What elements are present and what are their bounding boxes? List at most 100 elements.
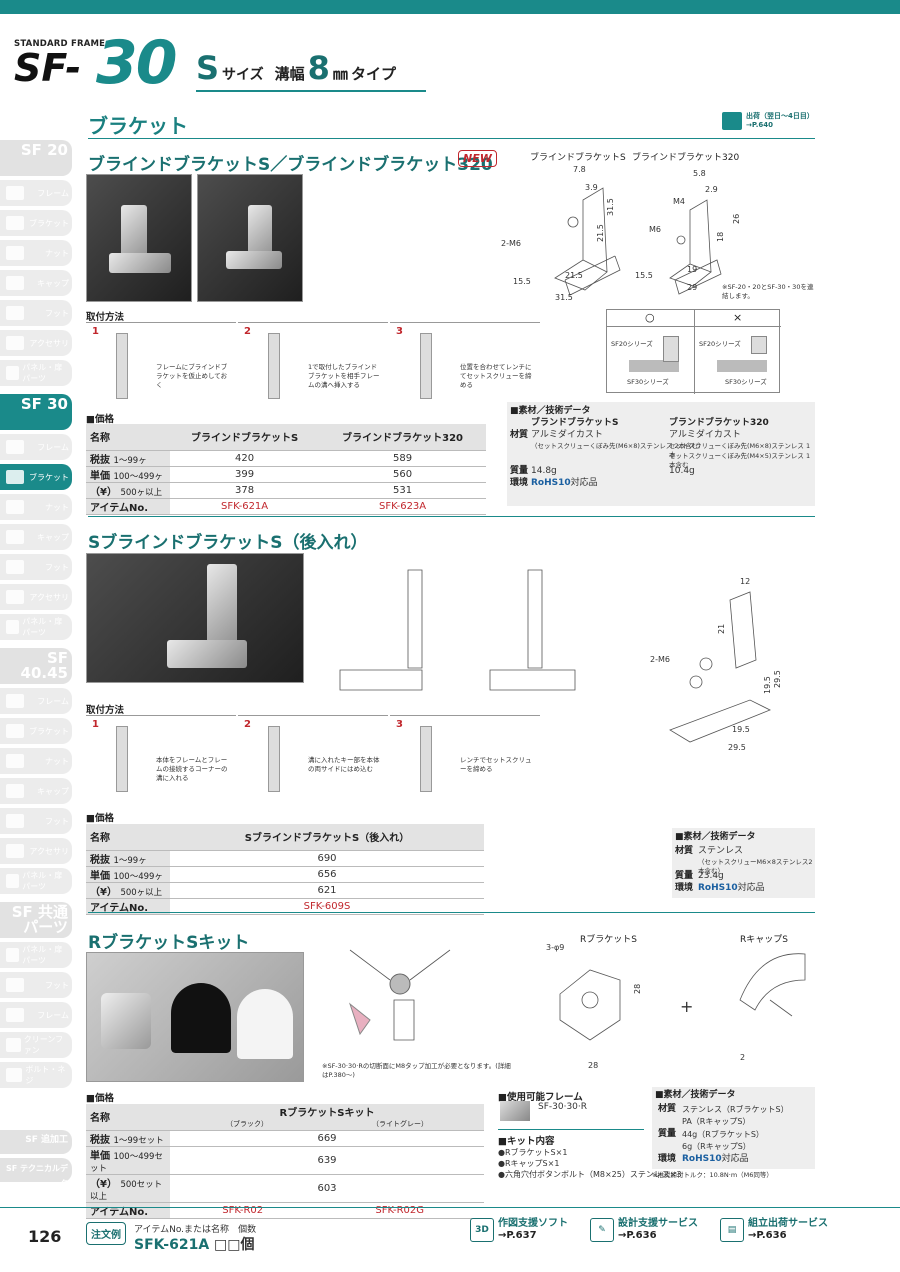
sidebar-group-common[interactable]: SF 共通パーツ — [0, 902, 72, 938]
frame-name: SF-30·30·R — [538, 1102, 588, 1112]
rohs-suffix-3: 対応品 — [721, 1154, 749, 1164]
ship-page-link[interactable]: →P.640 — [746, 121, 773, 129]
sidebar-item[interactable]: ブラケット — [0, 464, 72, 490]
price3-sub-lightgray: （ライトグレー） — [372, 1120, 428, 1129]
sidebar-group-sf4045[interactable]: SF 40.45 — [0, 648, 72, 684]
dim-right-7: 19 — [687, 265, 697, 274]
service-icon: 3D — [470, 1218, 494, 1242]
sec3-title: RブラケットSキット — [88, 933, 250, 953]
sidebar-item[interactable]: アクセサリ — [0, 584, 72, 610]
sidebar-item[interactable]: フット — [0, 554, 72, 580]
price-value: 399 — [170, 466, 320, 483]
sidebar-group-addon[interactable]: SF 追加工 — [0, 1130, 72, 1154]
sidebar-item[interactable]: パネル・扉パーツ — [0, 942, 72, 968]
sidebar-item[interactable]: ボルト・ネジ — [0, 1062, 72, 1088]
sidebar-item[interactable]: クリーンファン — [0, 1032, 72, 1058]
dim-left-7: 31.5 — [555, 293, 573, 302]
frame-title: ■使用可能フレーム — [498, 1092, 583, 1103]
sidebar-item-label: キャップ — [37, 532, 69, 542]
sidebar-group-sf30[interactable]: SF 30 — [0, 394, 72, 430]
price2-item-label: アイテムNo. — [86, 898, 170, 915]
sec3-spec-box: ■素材／技術データ 材質 ステンレス（RブラケットS） PA（RキャップS） 質… — [652, 1087, 815, 1169]
sidebar-item-icon — [6, 440, 24, 454]
step-number: 2 — [244, 719, 251, 730]
compat-ng-sf20: SF20シリーズ — [699, 340, 741, 348]
service-icon: ✎ — [590, 1218, 614, 1242]
step-text: レンチでセットスクリューを締める — [460, 756, 532, 773]
spec-mat1: アルミダイカスト — [531, 430, 603, 440]
sidebar-item[interactable]: アクセサリ — [0, 330, 72, 356]
dim2-2: 2-M6 — [650, 655, 670, 664]
sidebar-item[interactable]: フレーム — [0, 688, 72, 714]
sidebar-group-sf20[interactable]: SF 20 — [0, 140, 72, 176]
sidebar-item[interactable]: パネル・扉パーツ — [0, 614, 72, 640]
order-item-label: アイテムNo.または名称 個数 — [134, 1222, 256, 1235]
sidebar-item-label: フット — [45, 980, 69, 990]
frame-illustration — [420, 333, 432, 399]
sidebar-item[interactable]: ナット — [0, 494, 72, 520]
sidebar-item[interactable]: パネル・扉パーツ — [0, 868, 72, 894]
service-page[interactable]: →P.636 — [618, 1230, 657, 1241]
spec3-title: ■素材／技術データ — [655, 1090, 736, 1100]
sidebar-item[interactable]: フレーム — [0, 1002, 72, 1028]
sidebar-item[interactable]: ブラケット — [0, 210, 72, 236]
price3-item-label: アイテムNo. — [86, 1202, 170, 1219]
sidebar-item-icon — [6, 306, 24, 320]
rohs-badge: RoHS10 — [531, 478, 571, 488]
sidebar-item[interactable]: キャップ — [0, 524, 72, 550]
sidebar-item[interactable]: ナット — [0, 240, 72, 266]
sidebar-item-icon — [6, 754, 24, 768]
sidebar-item[interactable]: フット — [0, 972, 72, 998]
spec3-env-label: 環境 — [658, 1154, 677, 1164]
order-example-badge: 注文例 — [86, 1222, 126, 1245]
row-label: 単価 — [90, 870, 110, 882]
sidebar-item-label: ブラケット — [29, 472, 69, 482]
ship-info[interactable]: 出荷（翌日〜4日目）→P.640 — [722, 112, 814, 130]
service-page[interactable]: →P.637 — [498, 1230, 537, 1241]
sidebar-item-icon — [6, 724, 24, 738]
sidebar-item[interactable]: キャップ — [0, 778, 72, 804]
dim3-1: 28 — [633, 984, 642, 994]
sidebar-item[interactable]: フレーム — [0, 434, 72, 460]
sidebar-item[interactable]: フレーム — [0, 180, 72, 206]
spec2-weight-label: 質量 — [675, 871, 694, 881]
sidebar-item[interactable]: パネル・扉パーツ — [0, 360, 72, 386]
spec-weight-label: 質量 — [510, 466, 529, 476]
dim-right-8: 29 — [687, 283, 697, 292]
dim2-3: 19.5 — [763, 676, 772, 694]
sidebar-item[interactable]: キャップ — [0, 270, 72, 296]
service-link[interactable]: ▤組立出荷サービス→P.636 — [720, 1218, 828, 1242]
sidebar-item[interactable]: フット — [0, 808, 72, 834]
sec1-divider — [88, 516, 815, 517]
rohs-badge-3: RoHS10 — [682, 1154, 722, 1164]
spec3-mat2: PA（RキャップS） — [682, 1117, 751, 1126]
row-qty: 500ヶ以上 — [120, 487, 163, 498]
service-page[interactable]: →P.636 — [748, 1230, 787, 1241]
sidebar-item-icon — [6, 844, 24, 858]
dim-right-5: M6 — [649, 225, 661, 234]
compat-ng: × — [733, 311, 743, 324]
sidebar-item[interactable]: ナット — [0, 748, 72, 774]
sidebar-item[interactable]: ブラケット — [0, 718, 72, 744]
dim-left-0: 7.8 — [573, 165, 586, 174]
dim-right-2: M4 — [673, 197, 685, 206]
sidebar-item-icon — [6, 560, 24, 574]
sidebar-item-label: パネル・扉パーツ — [22, 871, 63, 891]
sidebar-item[interactable]: フット — [0, 300, 72, 326]
sidebar-item-icon — [6, 530, 24, 544]
sidebar-item-icon — [6, 246, 24, 260]
sidebar-item-icon — [6, 814, 24, 828]
sidebar-item[interactable]: アクセサリ — [0, 838, 72, 864]
item-code-sfk-623a: SFK-623A — [319, 498, 486, 515]
frame-illustration — [116, 333, 128, 399]
service-link[interactable]: ✎設計支援サービス→P.636 — [590, 1218, 698, 1242]
price-value: 656 — [170, 866, 484, 883]
drawing-label-right: ブラインドブラケット320 — [632, 153, 740, 163]
size-s: S — [196, 49, 220, 87]
sidebar-group-technical[interactable]: SF テクニカルデータ — [0, 1158, 72, 1188]
sidebar-item-icon — [6, 1068, 23, 1082]
